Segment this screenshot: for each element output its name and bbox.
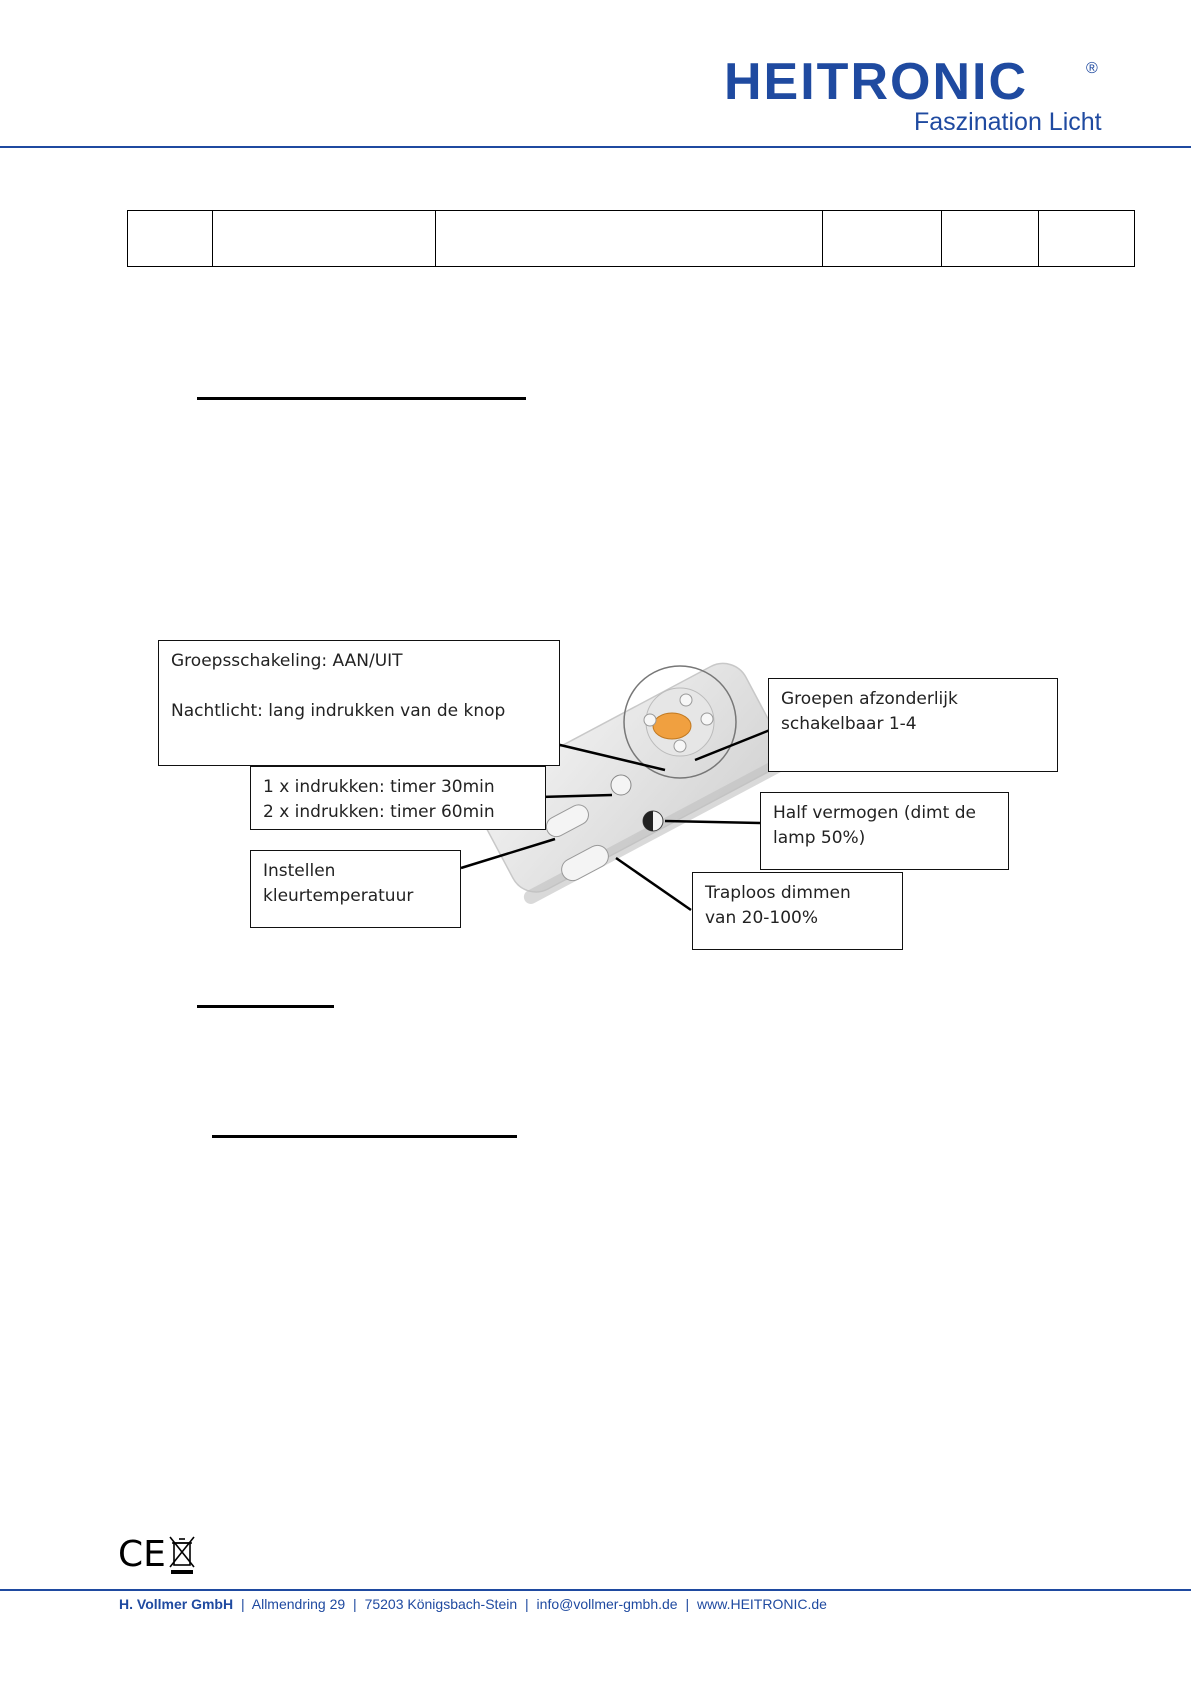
color-temp-button	[545, 804, 589, 838]
table-cell	[212, 210, 436, 267]
callout-groups-separate: Groepen afzonderlijk schakelbaar 1-4	[768, 678, 1058, 772]
certification-marks: CE	[118, 1535, 208, 1575]
brand-tagline: Faszination Licht	[914, 108, 1102, 136]
callout-group-switch: Groepsschakeling: AAN/UIT Nachtlicht: la…	[158, 640, 560, 766]
group-keypad	[643, 687, 715, 757]
footer-separator: |	[353, 1596, 357, 1612]
callout-dimming: Traploos dimmen van 20-100%	[692, 872, 903, 950]
footer-divider	[0, 1589, 1191, 1591]
remote-control-diagram: Groepsschakeling: AAN/UIT Nachtlicht: la…	[150, 630, 1070, 970]
remote-control-illustration	[460, 662, 791, 912]
section-heading-underline	[212, 1135, 517, 1138]
timer-button	[610, 774, 632, 796]
website-link[interactable]: www.HEITRONIC.de	[697, 1596, 827, 1612]
callout-timer: 1 x indrukken: timer 30min 2 x indrukken…	[250, 766, 546, 830]
ce-mark: CE	[118, 1534, 166, 1575]
table-cell	[1038, 210, 1135, 267]
footer-separator: |	[240, 1596, 245, 1612]
table-cell	[127, 210, 213, 267]
callout-color-temperature: Instellen kleurtemperatuur	[250, 850, 461, 928]
registered-mark: ®	[1086, 60, 1098, 77]
footer-separator: |	[525, 1596, 529, 1612]
crossed-bin-icon	[169, 1536, 195, 1574]
email-link[interactable]: info@vollmer-gmbh.de	[536, 1596, 678, 1612]
section-heading-underline	[197, 397, 526, 400]
table-row	[127, 210, 1135, 267]
section-heading-underline	[197, 1005, 334, 1008]
footer-contact: H. Vollmer GmbH | Allmendring 29 | 75203…	[119, 1596, 827, 1612]
table-cell	[822, 210, 942, 267]
group-on-off-button	[652, 712, 692, 740]
header-divider	[0, 146, 1191, 148]
group-buttons-highlight	[623, 665, 737, 779]
city-address: 75203 Königsbach-Stein	[364, 1596, 518, 1612]
company-name: H. Vollmer GmbH	[119, 1596, 234, 1612]
callout-half-power: Half vermogen (dimt de lamp 50%)	[760, 792, 1009, 870]
brand-name: HEITRONIC	[724, 53, 1028, 111]
dimmer-button	[561, 844, 609, 882]
table-cell	[941, 210, 1039, 267]
footer-separator: |	[685, 1596, 690, 1612]
street-address: Allmendring 29	[251, 1596, 346, 1612]
document-info-table	[127, 210, 1135, 267]
table-cell	[435, 210, 823, 267]
brand-logo: HEITRONIC ® Faszination Licht	[724, 56, 1104, 136]
